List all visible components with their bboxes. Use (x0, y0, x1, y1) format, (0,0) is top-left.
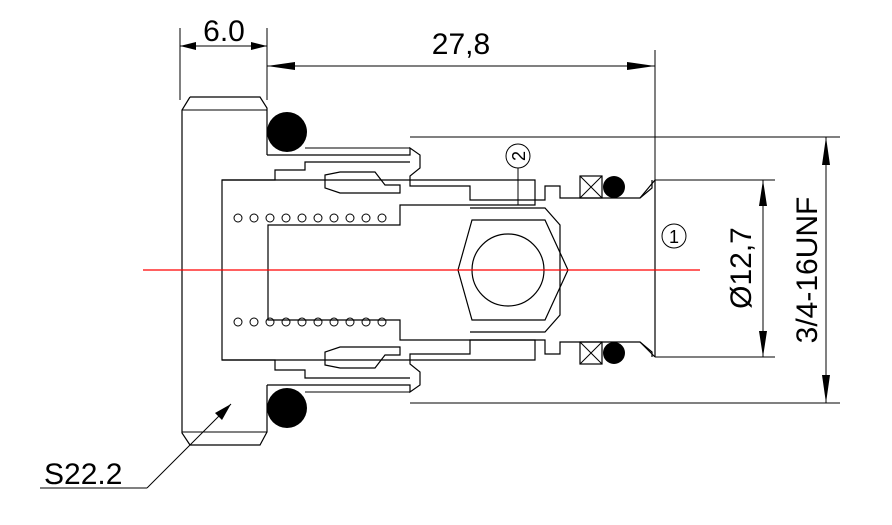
balloon-1-label: 1 (669, 227, 679, 247)
balloon-item-1: 1 (661, 223, 687, 249)
arrow-head-bottom (822, 375, 830, 403)
nose-chamfers (639, 179, 656, 358)
spring-coils (233, 213, 387, 327)
dimension-width-6-0: 6.0 (179, 15, 268, 100)
arrow-head-right (627, 62, 655, 70)
bore-diameter-label: Ø12,7 (725, 227, 758, 309)
o-ring-top-small (603, 176, 625, 198)
hex-nut-section (181, 96, 268, 446)
leader-arrow (215, 404, 231, 420)
dimension-label-27-8: 27,8 (432, 28, 490, 61)
balloon-2-label: 2 (509, 151, 529, 161)
balloon-item-2: 2 (505, 143, 531, 205)
arrow-head-left (180, 42, 196, 50)
hex-outline-top (190, 96, 268, 155)
o-ring-top-large (267, 112, 307, 152)
poppet-collar-bottom (324, 346, 401, 369)
arrow-head-bottom (759, 331, 767, 357)
sleeve-section (221, 179, 536, 361)
poppet-collar-top (324, 171, 401, 194)
dimension-length-27-8: 27,8 (267, 28, 656, 190)
wrench-size-label: S22.2 (44, 458, 122, 491)
dimension-thread: 3/4-16UNF (410, 136, 840, 404)
dimension-label-6-0: 6.0 (203, 15, 245, 48)
backup-ring-top (579, 175, 603, 199)
thread-spec-label: 3/4-16UNF (791, 197, 824, 344)
wrench-size-callout: S22.2 (40, 403, 232, 491)
o-ring-bottom-large (267, 388, 307, 428)
o-ring-bottom-small (603, 342, 625, 364)
arrow-head-top (759, 180, 767, 206)
body-upper-profile (267, 146, 433, 187)
leader-line (146, 403, 232, 489)
arrow-head-right (251, 42, 267, 50)
balloon-1-circle (661, 223, 687, 249)
hex-outline-bottom (181, 96, 268, 446)
nose-seals (579, 175, 625, 365)
sleeve-top-step (222, 161, 410, 181)
arrow-head-top (822, 137, 830, 165)
sleeve-nose-top (433, 180, 653, 201)
valve-body-outline (267, 146, 433, 394)
sleeve-bottom-step (222, 359, 410, 379)
poppet-sleeve (221, 161, 656, 379)
arrow-head-left (267, 62, 295, 70)
backup-ring-bottom-hatch (579, 341, 603, 365)
backup-ring-bottom (579, 341, 603, 365)
backup-ring-top-hatch (579, 175, 603, 199)
balloon-2-circle (505, 143, 531, 169)
body-lower-profile (267, 353, 433, 394)
body-thread-lines (305, 147, 410, 393)
dimension-bore: Ø12,7 (655, 179, 775, 358)
sleeve-nose-bottom (433, 339, 653, 357)
